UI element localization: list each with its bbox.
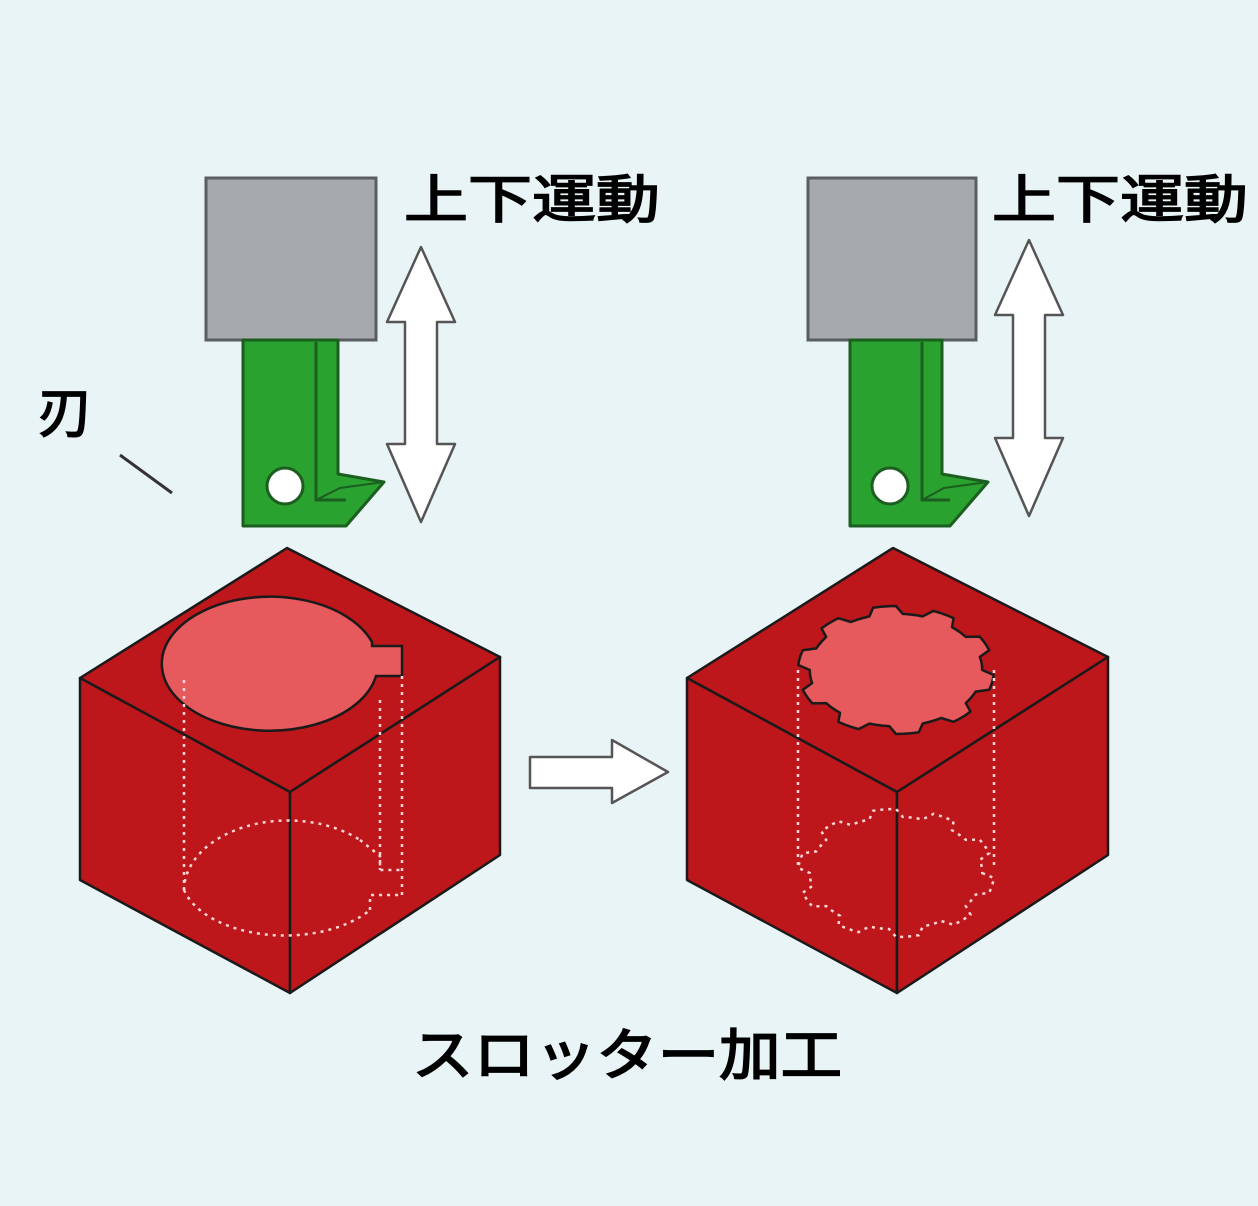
right-arrow-icon xyxy=(528,738,670,805)
motion-label-left: 上下運動 xyxy=(404,171,660,231)
up-down-arrow-icon xyxy=(385,245,457,524)
left-block-right-face xyxy=(288,655,502,995)
left-tool xyxy=(204,176,386,528)
left-hole-keyway xyxy=(160,595,404,732)
left-blade xyxy=(241,338,386,528)
left-tool-holder xyxy=(204,176,378,342)
left-blade-hole xyxy=(265,466,305,506)
right-hole-gear xyxy=(797,604,995,736)
blade-label: 刃 xyxy=(38,382,92,445)
motion-label-right: 上下運動 xyxy=(992,171,1248,231)
right-hidden-lines xyxy=(796,670,996,939)
right-block-right-face xyxy=(895,655,1110,995)
pointer-line-icon xyxy=(119,453,173,495)
right-tool xyxy=(806,176,990,528)
right-block xyxy=(685,546,1110,995)
right-blade-hole xyxy=(870,466,910,506)
left-block xyxy=(78,546,502,995)
left-hidden-lines xyxy=(182,676,404,937)
caption: スロッター加工 xyxy=(412,1024,842,1089)
up-down-arrow-icon xyxy=(993,238,1065,518)
right-tool-holder xyxy=(806,176,978,342)
right-blade xyxy=(848,338,990,528)
